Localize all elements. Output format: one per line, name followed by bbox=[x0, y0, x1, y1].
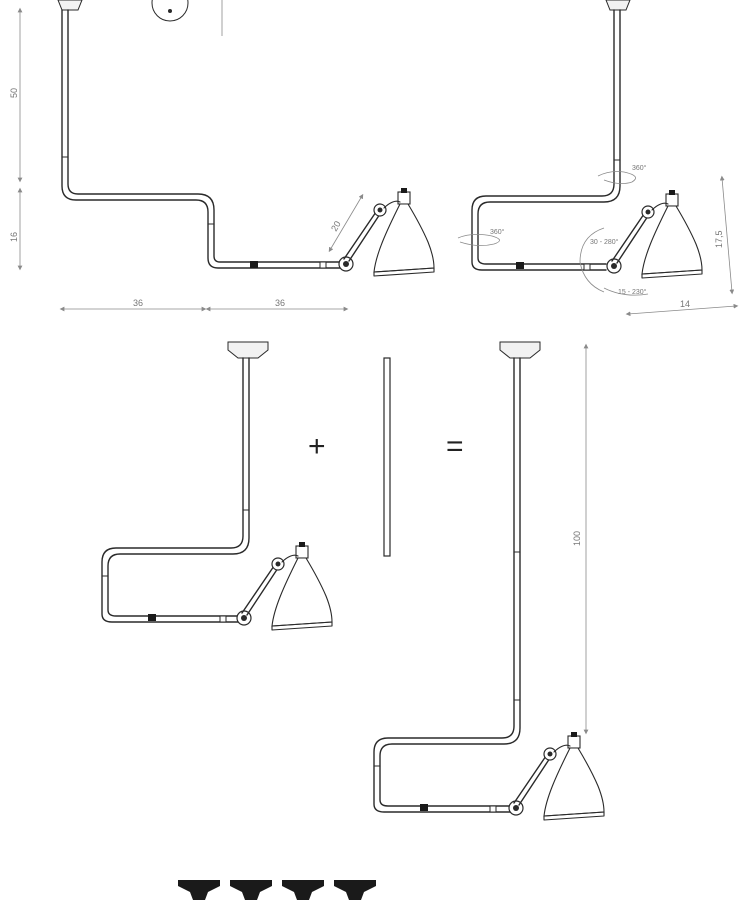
extension-rod bbox=[383, 357, 391, 557]
dim-100: 100 bbox=[572, 531, 582, 546]
base-lamp-drawing bbox=[101, 341, 333, 631]
plus-sign: + bbox=[308, 430, 326, 463]
finish-swatch bbox=[230, 880, 272, 900]
finish-swatch bbox=[282, 880, 324, 900]
angle-arm-range: 30 - 280° bbox=[590, 238, 619, 246]
angle-rotation-top: 360° bbox=[632, 164, 647, 172]
finish-swatches bbox=[178, 880, 376, 900]
angle-rotation-left: 360° bbox=[490, 228, 505, 236]
extended-lamp-drawing bbox=[373, 341, 605, 821]
dim-36-left: 36 bbox=[133, 298, 143, 308]
equals-sign: = bbox=[446, 430, 464, 463]
dim-16: 16 bbox=[9, 232, 19, 242]
dim-20: 20 bbox=[329, 219, 343, 233]
dim-50: 50 bbox=[9, 88, 19, 98]
dim-17-5: 17,5 bbox=[714, 230, 724, 248]
dim-14: 14 bbox=[680, 299, 690, 309]
finish-swatch bbox=[178, 880, 220, 900]
dim-36-right: 36 bbox=[275, 298, 285, 308]
angle-shade-range: 15 - 230° bbox=[618, 288, 647, 296]
top-right-view bbox=[457, 0, 739, 317]
finish-swatch bbox=[334, 880, 376, 900]
top-left-view bbox=[17, 0, 435, 312]
